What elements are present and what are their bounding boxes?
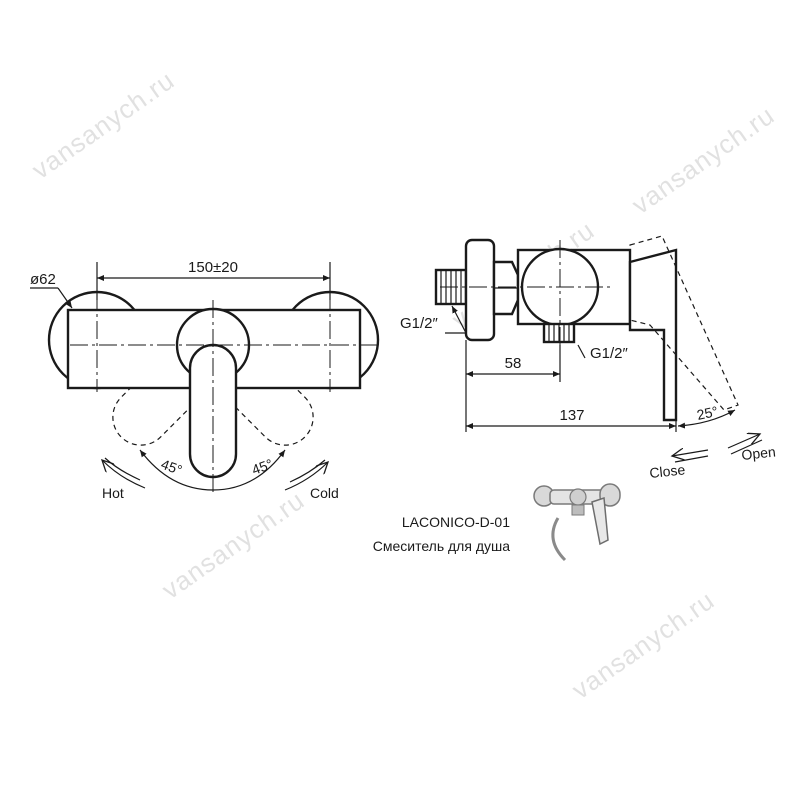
close-label: Close [649, 461, 686, 481]
product-description: Смеситель для душа [372, 538, 510, 554]
dim-total: 137 [559, 407, 584, 424]
angle-side: 25° [695, 403, 719, 423]
front-view: 150±20 ø62 45° 45° Hot Cold [30, 259, 380, 501]
product-caption: LACONICO-D-01 Смеситель для душа [320, 514, 510, 554]
angle-right: 45° [250, 456, 275, 478]
watermark: vansanych.ru [626, 100, 780, 220]
hot-label: Hot [102, 485, 124, 501]
wall-flange [464, 238, 496, 342]
dim-diameter: ø62 [30, 271, 56, 288]
dim-center-distance: 150±20 [188, 259, 238, 276]
product-model: LACONICO-D-01 [401, 514, 510, 530]
cold-label: Cold [310, 485, 339, 501]
thread-outlet-label: G1/2″ [590, 345, 629, 362]
watermark: vansanych.ru [566, 585, 720, 705]
dim-inlet: 58 [505, 355, 522, 372]
side-view: G1/2″ G1/2″ 58 137 25° Close Open [400, 235, 777, 481]
product-thumbnail [533, 483, 621, 562]
outlet-hatch [548, 324, 570, 342]
watermark: vansanych.ru [156, 485, 310, 605]
angle-left: 45° [159, 456, 184, 478]
open-label: Open [741, 443, 777, 462]
thread-inlet-label: G1/2″ [400, 315, 439, 332]
side-lever [628, 248, 678, 422]
watermark: vansanych.ru [26, 65, 180, 185]
